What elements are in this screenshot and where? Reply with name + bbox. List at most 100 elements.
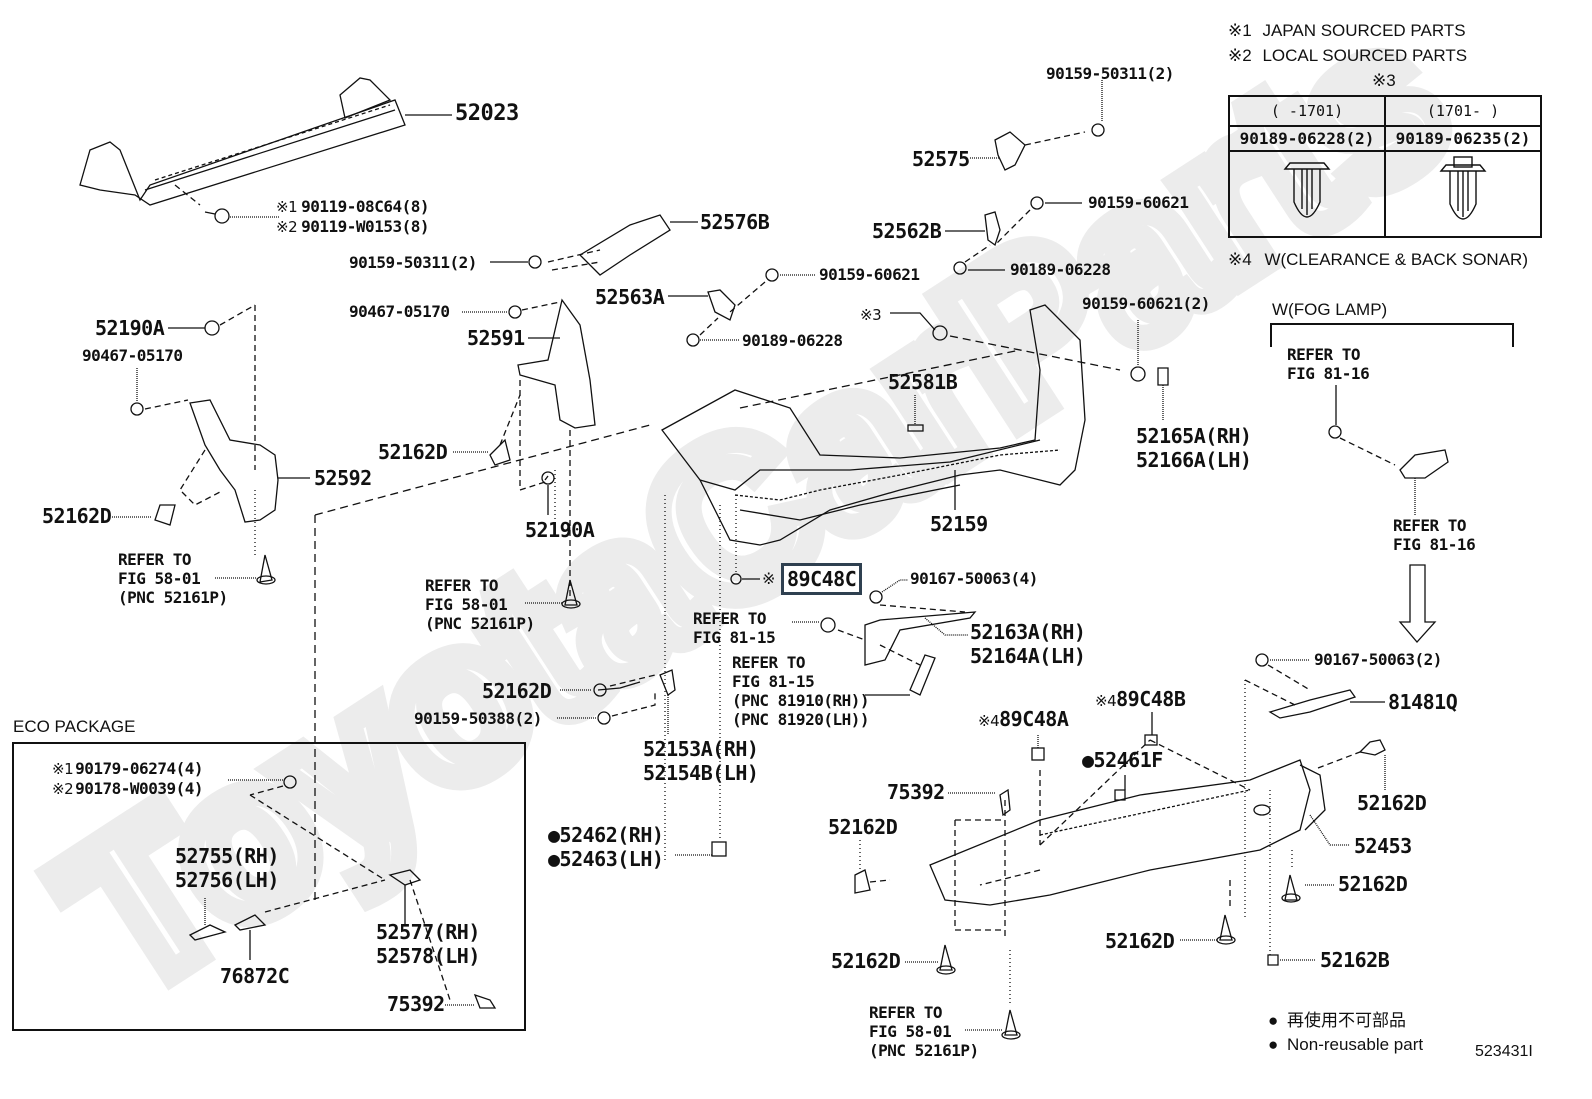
refer-line: (PNC 81920(LH)): [732, 710, 870, 729]
part-52162D-left[interactable]: 52162D: [42, 504, 112, 528]
note-mark: ※4: [1095, 692, 1117, 710]
part-90167-50063-2[interactable]: 90167-50063(2): [1314, 650, 1442, 669]
fog-lamp-refer-top[interactable]: REFER TO FIG 81-16: [1287, 345, 1370, 383]
date-range-cell: ( -1701): [1228, 95, 1386, 127]
note-text: W(CLEARANCE & BACK SONAR): [1264, 250, 1528, 269]
part-52592[interactable]: 52592: [314, 466, 372, 490]
part-90159-60621-b[interactable]: 90159-60621: [819, 265, 920, 284]
part-52453[interactable]: 52453: [1354, 834, 1412, 858]
part-90467-05170-b[interactable]: 90467-05170: [82, 346, 183, 365]
part-90167-50063-4[interactable]: 90167-50063(4): [910, 569, 1038, 588]
part-52578[interactable]: 52578(LH): [376, 944, 480, 968]
refer-line: (PNC 52161P): [425, 614, 535, 633]
part-90159-50311-top[interactable]: 90159-50311(2): [1046, 64, 1174, 83]
non-reusable-legend-jp: ● 再使用不可部品: [1268, 1012, 1406, 1029]
part-90159-60621-a[interactable]: 90159-60621: [1088, 193, 1189, 212]
refer-line: REFER TO: [1393, 516, 1467, 535]
note-mark: ※1: [52, 760, 74, 778]
part-90159-50388[interactable]: 90159-50388(2): [414, 709, 542, 728]
refer-fig-58-01-left[interactable]: REFER TO FIG 58-01 (PNC 52161P): [118, 550, 228, 607]
part-52162D-bottom-left[interactable]: 52162D: [831, 949, 901, 973]
part-52463[interactable]: ●52463(LH): [548, 847, 664, 871]
part-52563A[interactable]: 52563A: [595, 285, 665, 309]
refer-fig-58-01-center[interactable]: REFER TO FIG 58-01 (PNC 52161P): [425, 576, 535, 633]
refer-line: FIG 81-16: [1287, 364, 1370, 383]
part-90159-50311-left[interactable]: 90159-50311(2): [349, 253, 477, 272]
part-90189-06228-b[interactable]: 90189-06228: [742, 331, 843, 350]
part-52164A[interactable]: 52164A(LH): [970, 644, 1086, 668]
part-52190A-left[interactable]: 52190A: [95, 316, 165, 340]
legend-note-1: ※1 JAPAN SOURCED PARTS: [1228, 22, 1466, 39]
part-52581B[interactable]: 52581B: [888, 370, 958, 394]
part-52159[interactable]: 52159: [930, 512, 988, 536]
refer-line: (PNC 81910(RH)): [732, 691, 870, 710]
part-52162D-mid[interactable]: 52162D: [482, 679, 552, 703]
refer-fig-81-15-a[interactable]: REFER TO FIG 81-15: [693, 609, 776, 647]
part-52162D-right-top[interactable]: 52162D: [1357, 791, 1427, 815]
part-52163A[interactable]: 52163A(RH): [970, 620, 1086, 644]
part-52576B[interactable]: 52576B: [700, 210, 770, 234]
non-reusable-marker-icon: ●: [1268, 1011, 1279, 1030]
refer-line: (PNC 52161P): [869, 1041, 979, 1060]
part-52562B[interactable]: 52562B: [872, 219, 942, 243]
part-number: 89C48A: [999, 707, 1069, 731]
refer-line: FIG 81-16: [1393, 535, 1476, 554]
refer-line: (PNC 52161P): [118, 588, 228, 607]
bumper-cover-52159-shape: [661, 304, 1086, 546]
part-52461F[interactable]: ●52461F: [1082, 748, 1163, 772]
part-89C48A[interactable]: ※489C48A: [978, 707, 1069, 731]
part-52755[interactable]: 52755(RH): [175, 844, 279, 868]
refer-line: REFER TO: [693, 609, 767, 628]
part-52162D-right-bottom[interactable]: 52162D: [1338, 872, 1408, 896]
refer-fig-81-15-b[interactable]: REFER TO FIG 81-15 (PNC 81910(RH)) (PNC …: [732, 653, 870, 729]
part-52591[interactable]: 52591: [467, 326, 525, 350]
figure-id: 523431I: [1475, 1043, 1533, 1060]
fog-lamp-refer-bottom[interactable]: REFER TO FIG 81-16: [1393, 516, 1476, 554]
part-52153A[interactable]: 52153A(RH): [643, 737, 759, 761]
note-mark: ※4: [978, 712, 1000, 730]
part-52162D-center[interactable]: 52162D: [378, 440, 448, 464]
refer-line: REFER TO: [1287, 345, 1361, 364]
note-mark: ※1: [1228, 21, 1252, 40]
part-90189-06228-a[interactable]: 90189-06228: [1010, 260, 1111, 279]
clip-with-cap-icon: [1439, 156, 1487, 220]
refer-fig-58-01-bottom[interactable]: REFER TO FIG 58-01 (PNC 52161P): [869, 1003, 979, 1060]
legend-text: Non-reusable part: [1287, 1035, 1424, 1054]
date-range-cell: (1701- ): [1384, 95, 1542, 127]
part-52166A[interactable]: 52166A(LH): [1136, 448, 1252, 472]
part-52162B[interactable]: 52162B: [1320, 948, 1390, 972]
note-mark: ※1: [276, 198, 298, 216]
part-52190A-center[interactable]: 52190A: [525, 518, 595, 542]
part-52462[interactable]: ●52462(RH): [548, 823, 664, 847]
refer-line: REFER TO: [425, 576, 499, 595]
refer-line: REFER TO: [869, 1003, 943, 1022]
note-mark: ※4: [1228, 250, 1252, 269]
part-52575[interactable]: 52575: [912, 147, 970, 171]
part-52165A[interactable]: 52165A(RH): [1136, 424, 1252, 448]
part-89C48B[interactable]: ※489C48B: [1095, 689, 1186, 710]
refer-line: REFER TO: [118, 550, 192, 569]
part-52756[interactable]: 52756(LH): [175, 868, 279, 892]
part-number-cell: 90189-06228(2): [1228, 125, 1386, 152]
note3-callout[interactable]: ※3: [860, 307, 882, 323]
part-76872C[interactable]: 76872C: [220, 964, 290, 988]
part-52577[interactable]: 52577(RH): [376, 920, 480, 944]
bolt-shape: [174, 184, 280, 224]
part-75392[interactable]: 75392: [887, 780, 945, 804]
part-52162D-bottom-mid[interactable]: 52162D: [1105, 929, 1175, 953]
part-52162D-diffuser-left[interactable]: 52162D: [828, 815, 898, 839]
part-89C48C-highlighted[interactable]: 89C48C: [781, 563, 863, 595]
part-90467-05170-a[interactable]: 90467-05170: [349, 302, 450, 321]
part-90159-60621-2[interactable]: 90159-60621(2): [1082, 294, 1210, 313]
part-52023[interactable]: 52023: [455, 101, 519, 126]
note-mark: ※2: [52, 780, 74, 798]
part-75392-eco[interactable]: 75392: [387, 992, 445, 1016]
part-81481Q[interactable]: 81481Q: [1388, 690, 1458, 714]
part-52154B[interactable]: 52154B(LH): [643, 761, 759, 785]
note-mark: ※2: [276, 218, 298, 236]
